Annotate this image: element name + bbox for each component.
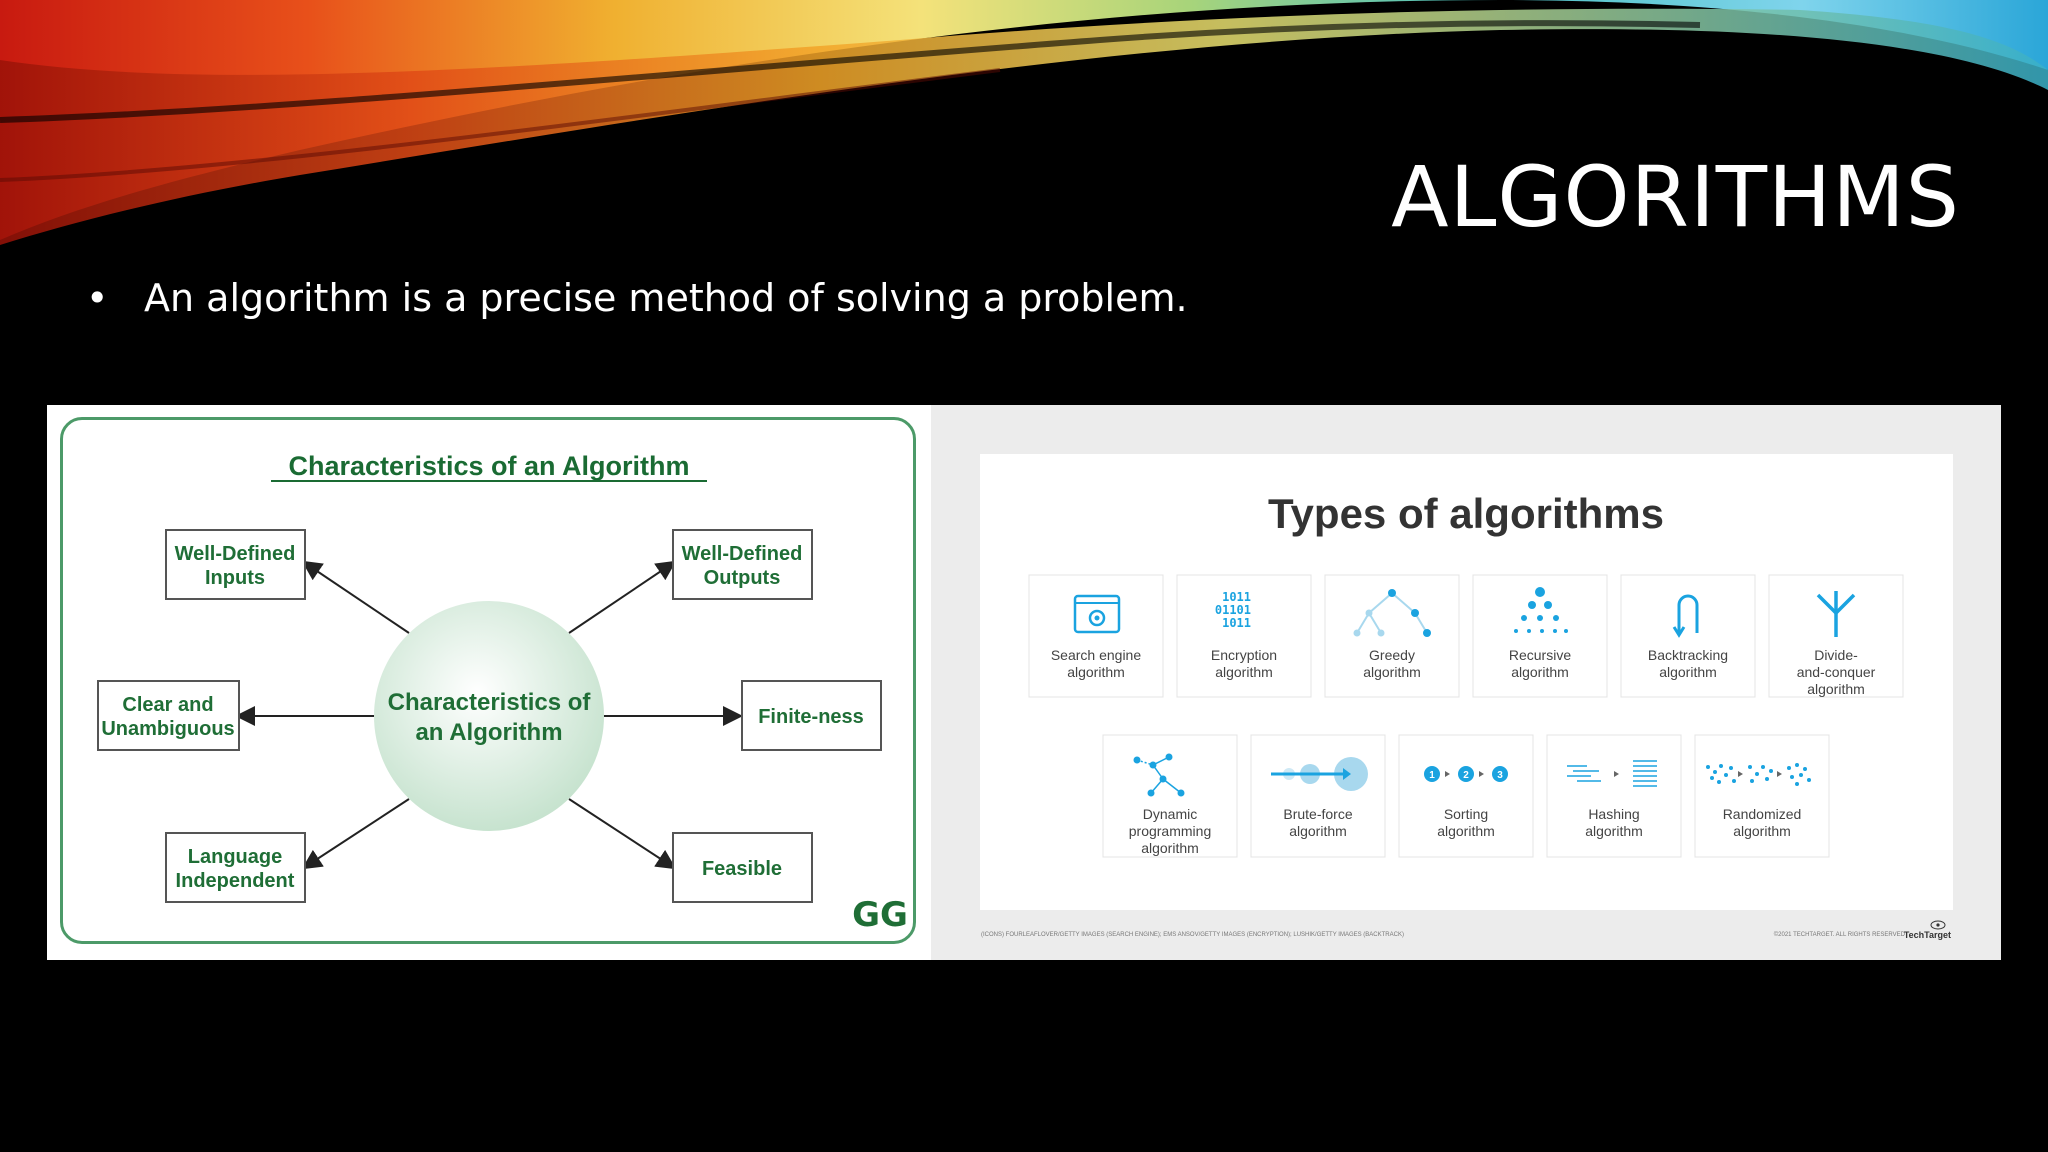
svg-text:algorithm: algorithm (1141, 840, 1199, 856)
card-sorting: 1 2 3 Sorting algorithm (1398, 734, 1534, 858)
svg-text:algorithm: algorithm (1511, 664, 1569, 680)
svg-text:algorithm: algorithm (1289, 823, 1347, 839)
svg-text:algorithm: algorithm (1733, 823, 1791, 839)
card-brute-force: Brute-force algorithm (1250, 734, 1386, 858)
diagram-frame (60, 417, 916, 944)
svg-text:algorithm: algorithm (1437, 823, 1495, 839)
gfg-logo: GG (852, 895, 908, 935)
characteristics-diagram-svg: Characteristics of an Algorithm Characte… (97, 451, 908, 935)
hashing-icon (1567, 760, 1657, 787)
arrow-to-language (301, 798, 410, 870)
card-randomized: Randomized algorithm (1694, 734, 1830, 858)
techtarget-logo: TechTarget (1904, 930, 1951, 940)
node-clear-and-unambiguous: Clear and Unambiguous (97, 680, 240, 751)
card-hashing: Hashing algorithm (1546, 734, 1682, 858)
svg-text:Clear and: Clear and (122, 694, 213, 716)
svg-text:algorithm: algorithm (1067, 664, 1125, 680)
svg-text:algorithm: algorithm (1807, 681, 1865, 697)
svg-text:Encryption: Encryption (1211, 647, 1277, 663)
node-finiteness: Finite-ness (741, 680, 882, 751)
types-title: Types of algorithms (1268, 490, 1664, 537)
svg-text:1: 1 (1429, 770, 1435, 781)
copyright-text: ©2021 TECHTARGET. ALL RIGHTS RESERVED (1774, 931, 1906, 938)
card-divide-and-conquer: Divide- and-conquer algorithm (1768, 574, 1904, 698)
arrow-to-outputs (568, 560, 677, 634)
svg-text:1011: 1011 (1222, 616, 1251, 630)
backtracking-icon (1672, 594, 1699, 638)
bullet-dot: • (86, 276, 109, 320)
svg-text:algorithm: algorithm (1659, 664, 1717, 680)
card-recursive: Recursive algorithm (1472, 574, 1608, 698)
randomized-icon (1706, 763, 1811, 786)
encryption-icon: 1011 01101 1011 (1215, 590, 1251, 630)
svg-text:algorithm: algorithm (1215, 664, 1273, 680)
bullet-text: An algorithm is a precise method of solv… (144, 276, 1188, 320)
svg-text:programming: programming (1129, 823, 1211, 839)
sorting-icon: 1 2 3 (1424, 766, 1508, 782)
svg-text:Well-Defined: Well-Defined (682, 543, 803, 565)
svg-text:and-conquer: and-conquer (1797, 664, 1876, 680)
svg-text:Inputs: Inputs (205, 567, 265, 589)
svg-text:Greedy: Greedy (1369, 647, 1415, 663)
types-of-algorithms-svg: Types of algorithms Search engine algori… (981, 490, 1951, 940)
arrow-to-inputs (301, 560, 410, 634)
svg-text:Divide-: Divide- (1814, 647, 1858, 663)
divide-and-conquer-icon (1816, 591, 1856, 637)
characteristics-diagram: Characteristics of an Algorithm Characte… (47, 405, 931, 960)
svg-text:Finite-ness: Finite-ness (758, 706, 864, 728)
search-engine-icon (1073, 594, 1121, 634)
card-greedy: Greedy algorithm (1324, 574, 1460, 698)
bullet-point: • An algorithm is a precise method of sol… (86, 276, 1188, 320)
center-label-line1: Characteristics of (388, 689, 592, 716)
svg-text:2: 2 (1463, 770, 1469, 781)
node-well-defined-outputs: Well-Defined Outputs (672, 529, 813, 600)
svg-text:Outputs: Outputs (704, 567, 781, 589)
svg-text:Brute-force: Brute-force (1283, 806, 1352, 822)
svg-text:Search engine: Search engine (1051, 647, 1142, 663)
svg-text:Well-Defined: Well-Defined (175, 543, 296, 565)
svg-text:1011: 1011 (1222, 590, 1251, 604)
recursive-icon (1514, 587, 1568, 633)
diagram-title: Characteristics of an Algorithm (288, 451, 689, 481)
svg-text:Independent: Independent (176, 870, 295, 892)
dynamic-programming-icon (1133, 753, 1185, 797)
node-well-defined-inputs: Well-Defined Inputs (165, 529, 306, 600)
svg-text:Unambiguous: Unambiguous (101, 718, 234, 740)
types-of-algorithms-panel: Types of algorithms Search engine algori… (931, 405, 2001, 960)
svg-text:Feasible: Feasible (702, 858, 782, 880)
svg-text:Sorting: Sorting (1444, 806, 1488, 822)
card-encryption: 1011 01101 1011 Encryption algorithm (1176, 574, 1312, 698)
arrow-to-feasible (568, 798, 677, 870)
greedy-icon (1353, 589, 1431, 637)
svg-text:Recursive: Recursive (1509, 647, 1571, 663)
svg-text:algorithm: algorithm (1585, 823, 1643, 839)
svg-text:Backtracking: Backtracking (1648, 647, 1728, 663)
svg-text:algorithm: algorithm (1363, 664, 1421, 680)
image-credit: (ICONS) FOURLEAFLOVER/GETTY IMAGES (SEAR… (981, 932, 1404, 938)
center-circle (374, 601, 604, 831)
decorative-swoosh (0, 0, 2048, 245)
node-feasible: Feasible (672, 832, 813, 903)
brute-force-icon (1271, 757, 1368, 791)
svg-text:3: 3 (1497, 770, 1503, 781)
svg-text:Hashing: Hashing (1588, 806, 1639, 822)
slide-title: ALGORITHMS (1391, 148, 1960, 246)
techtarget-eye-icon (1930, 920, 1946, 930)
svg-text:Language: Language (188, 846, 282, 868)
svg-text:01101: 01101 (1215, 603, 1251, 617)
card-backtracking: Backtracking algorithm (1620, 574, 1756, 698)
card-dynamic-programming: Dynamic programming algorithm (1102, 734, 1238, 858)
svg-text:Dynamic: Dynamic (1143, 806, 1197, 822)
svg-text:Randomized: Randomized (1723, 806, 1802, 822)
node-language-independent: Language Independent (165, 832, 306, 903)
card-search-engine: Search engine algorithm (1028, 574, 1164, 698)
center-label-line2: an Algorithm (415, 719, 562, 746)
